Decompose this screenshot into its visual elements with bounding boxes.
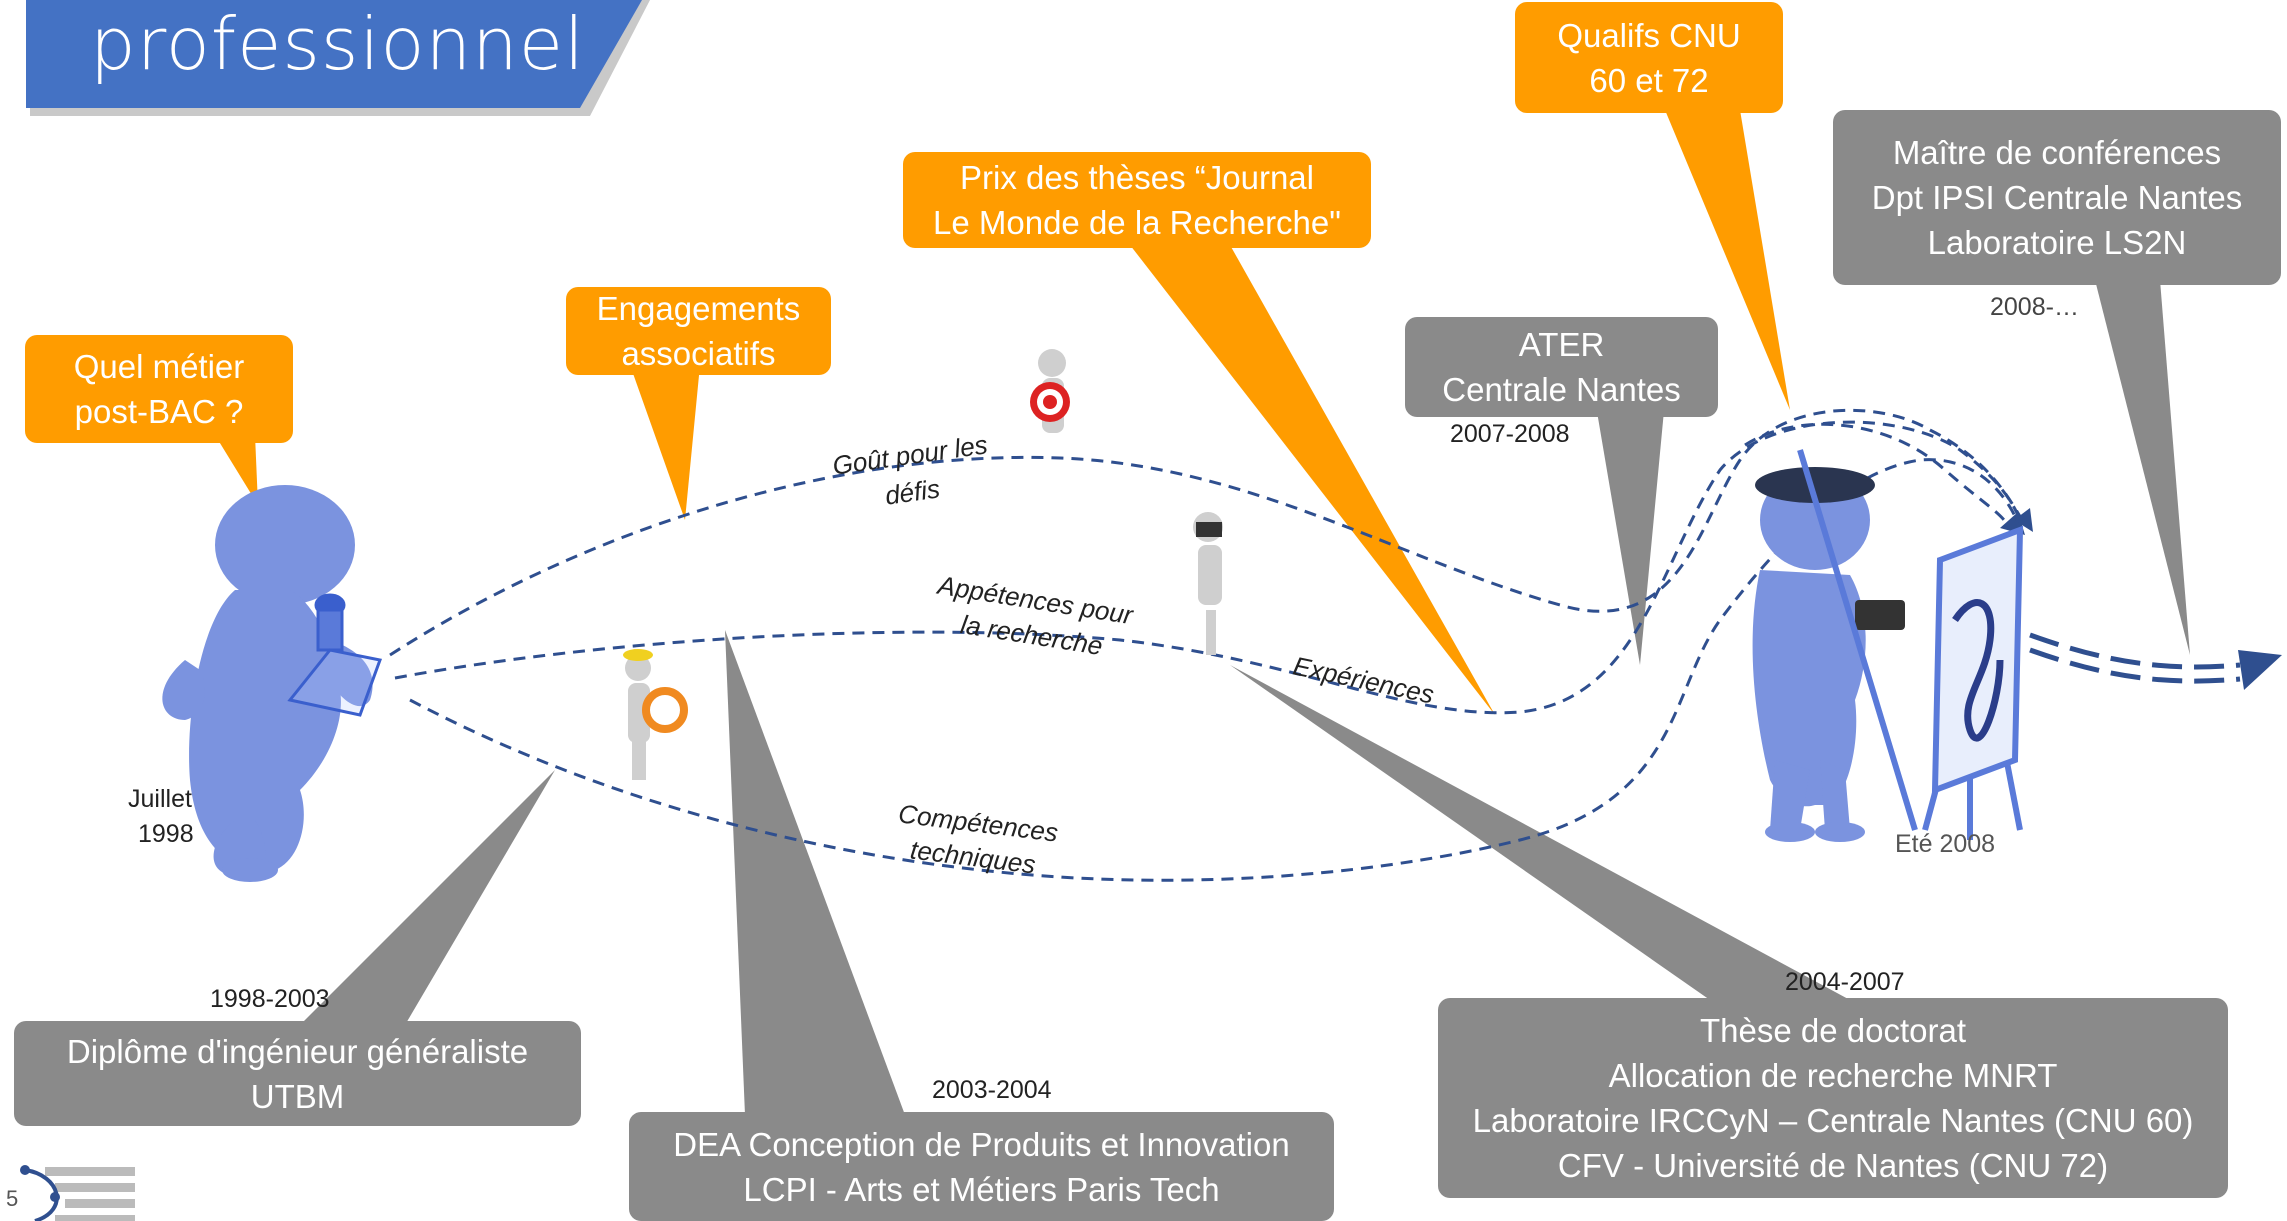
target-figure <box>1030 349 1070 433</box>
student-figure <box>162 485 373 882</box>
tail-these <box>1230 665 1850 1000</box>
callout-diplome-ingenieur: Diplôme d'ingénieur généraliste UTBM <box>14 1021 581 1126</box>
date-2004-2007: 2004-2007 <box>1785 968 1905 996</box>
tail-ater <box>1595 400 1665 665</box>
path-gout-defis <box>389 408 2027 657</box>
page-title: professionnel <box>90 2 586 86</box>
page-number: 5 <box>6 1186 19 1211</box>
future-arrow-line-1 <box>2029 632 2241 670</box>
lamp-icon <box>287 593 383 717</box>
path-appetences <box>394 420 2024 715</box>
path-arrowhead-2 <box>2014 508 2033 532</box>
callout-dea: DEA Conception de Produits et Innovation… <box>629 1112 1334 1221</box>
date-2007-2008: 2007-2008 <box>1450 420 1570 448</box>
painter-figure <box>1752 470 1870 842</box>
camera-figure <box>1193 512 1223 655</box>
canvas-painting <box>1931 525 2024 795</box>
callout-these-doctorat: Thèse de doctorat Allocation de recherch… <box>1438 998 2228 1198</box>
brush-icon <box>1797 449 1918 831</box>
date-2003-2004: 2003-2004 <box>932 1076 1052 1104</box>
date-1998: 1998 <box>138 820 194 848</box>
date-juillet: Juillet <box>128 785 192 813</box>
path-label-gout-2: défis <box>883 473 942 511</box>
beret-icon <box>1755 467 1875 503</box>
path-competences <box>409 458 2022 882</box>
logo-icon <box>20 1165 135 1221</box>
painting-strokes <box>1952 599 2004 742</box>
callout-quel-metier: Quel métier post-BAC ? <box>25 335 293 443</box>
path-label-gout-1: Goût pour les <box>830 429 990 481</box>
callout-qualifs-cnu: Qualifs CNU 60 et 72 <box>1515 2 1783 113</box>
date-1998-2003: 1998-2003 <box>210 985 330 1013</box>
future-arrowhead <box>2238 650 2282 690</box>
callout-prix-theses: Prix des thèses “Journal Le Monde de la … <box>903 152 1371 248</box>
callout-maitre-conferences: Maître de conférences Dpt IPSI Centrale … <box>1833 110 2281 285</box>
callout-engagements: Engagements associatifs <box>566 287 831 375</box>
tail-prix <box>1130 245 1495 715</box>
callout-ater: ATER Centrale Nantes <box>1405 317 1718 417</box>
tail-engagements <box>630 365 700 520</box>
lifebuoy-figure <box>623 649 688 780</box>
path-extra-1 <box>1744 422 2012 531</box>
future-arrow-line-2 <box>2029 647 2241 684</box>
path-label-experiences: Expériences <box>1290 650 1437 710</box>
tail-dea <box>725 630 905 1115</box>
palette-icon <box>1855 600 1905 630</box>
path-arrowhead-1 <box>2000 512 2025 535</box>
tail-maitre <box>2095 280 2190 655</box>
date-ete-2008: Eté 2008 <box>1895 830 1996 858</box>
tail-diplome <box>300 770 555 1025</box>
date-2008: 2008-… <box>1990 293 2079 321</box>
tail-quel-metier <box>215 435 258 505</box>
easel-icon <box>1922 699 2023 840</box>
